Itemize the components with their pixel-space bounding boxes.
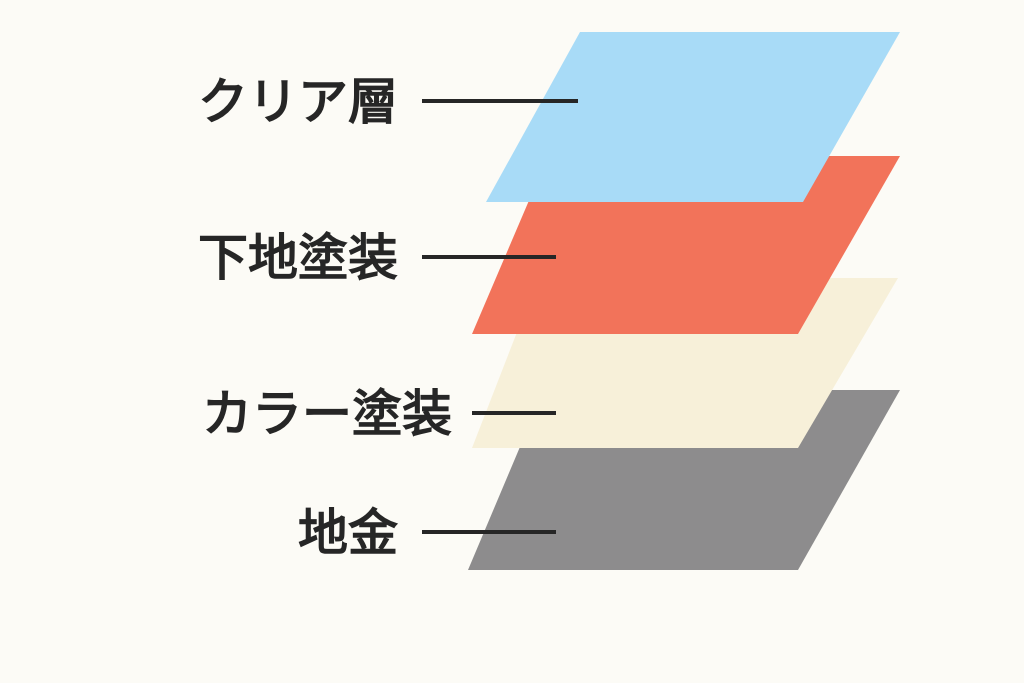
layer-clear-panel: [486, 32, 900, 202]
layer-label-clear-coat: クリア層: [198, 73, 398, 131]
layer-label-base-metal: 地金: [298, 504, 398, 562]
layer-label-color-coat: カラー塗装: [202, 385, 452, 443]
layer-label-primer: 下地塗装: [198, 229, 398, 287]
